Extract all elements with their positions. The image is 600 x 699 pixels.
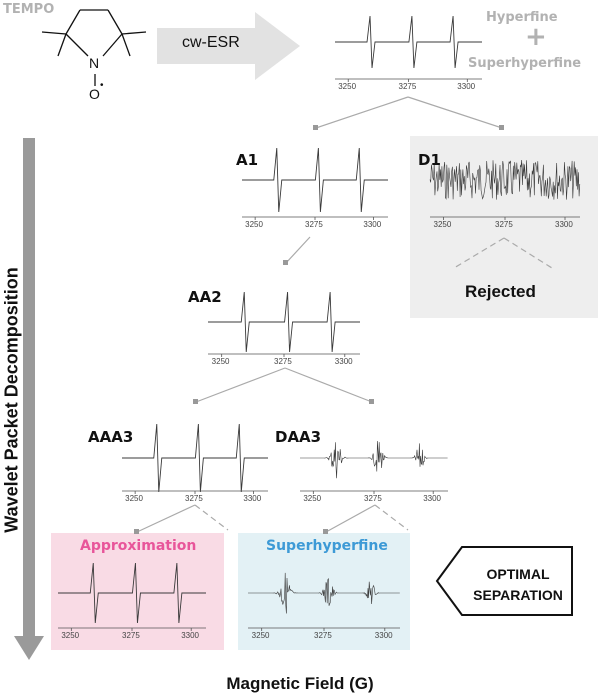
oxygen-atom: O (89, 86, 100, 102)
raw-spectrum-tick-label: 3300 (457, 82, 476, 91)
connector-dots (134, 125, 504, 534)
plus-sign: + (525, 22, 547, 52)
node-label-aaa3: AAA3 (88, 428, 134, 446)
decomposition-arrow-shaft (23, 138, 35, 638)
d1-spectrum-tick-label: 3250 (433, 220, 452, 229)
a1-spectrum-tick-label: 3300 (363, 220, 382, 229)
node-label-d1: D1 (418, 151, 441, 169)
a1-spectrum-tick-label: 3250 (245, 220, 263, 229)
superhyperfine-spectrum-tick-label: 3250 (251, 631, 270, 640)
aa2-spectrum (208, 291, 360, 353)
approximation-title: Approximation (80, 538, 197, 554)
approximation-spectrum (58, 562, 206, 624)
tempo-molecule (41, 9, 147, 86)
aa2-spectrum-tick-label: 3250 (211, 357, 230, 366)
approximation-spectrum-tick-label: 3275 (122, 631, 140, 640)
daa3-spectrum-tick-label: 3300 (423, 494, 441, 503)
d1-spectrum-tick-label: 3300 (555, 220, 573, 229)
superhyperfine-spectrum (248, 572, 400, 614)
raw-spectrum (335, 15, 482, 69)
cw-esr-arrow (157, 12, 300, 80)
superhyperfine-spectrum-tick-label: 3275 (314, 631, 332, 640)
side-label-wavelet-packet-decomposition: Wavelet Packet Decomposition (1, 267, 22, 533)
a1-spectrum-tick-label: 3275 (305, 220, 323, 229)
daa3-spectrum-tick-label: 3250 (303, 494, 322, 503)
aaa3-spectrum-tick-label: 3250 (125, 494, 143, 503)
hyperfine-label: Hyperfine (486, 10, 558, 25)
a1-spectrum (242, 147, 388, 213)
rejected-panel (410, 136, 598, 318)
superhyperfine-spectrum-tick-label: 3300 (374, 631, 393, 640)
radical-dot: • (100, 80, 104, 91)
aaa3-spectrum (122, 423, 268, 493)
rejected-label: Rejected (465, 282, 536, 301)
daa3-spectrum (300, 440, 448, 479)
optimal-separation-callout (435, 546, 573, 616)
tempo-label: TEMPO (3, 2, 55, 17)
node-label-daa3: DAA3 (275, 428, 322, 446)
superhyperfine-header-label: Superhyperfine (468, 56, 582, 71)
daa3-spectrum-tick-label: 3275 (364, 494, 382, 503)
d1-spectrum (429, 159, 581, 200)
tree-connectors (136, 96, 553, 533)
aa2-spectrum-tick-label: 3275 (274, 357, 292, 366)
x-axis-label: Magnetic Field (G) (226, 674, 374, 693)
decomposition-arrow-head (14, 636, 44, 660)
approximation-panel (51, 533, 224, 650)
aaa3-spectrum-tick-label: 3300 (243, 494, 262, 503)
callout-line-1: OPTIMAL (486, 566, 550, 582)
d1-spectrum-tick-label: 3275 (495, 220, 513, 229)
aa2-spectrum-tick-label: 3300 (334, 357, 353, 366)
cw-esr-label: cw-ESR (182, 34, 240, 51)
callout-line-2: SEPARATION (473, 587, 563, 603)
raw-spectrum-tick-label: 3250 (338, 82, 357, 91)
approximation-spectrum-tick-label: 3300 (181, 631, 199, 640)
node-label-aa2: AA2 (188, 288, 222, 306)
nitrogen-atom: N (89, 55, 100, 71)
superhyperfine-title: Superhyperfine (266, 538, 388, 554)
aaa3-spectrum-tick-label: 3275 (185, 494, 203, 503)
approximation-spectrum-tick-label: 3250 (61, 631, 80, 640)
node-label-a1: A1 (236, 151, 259, 169)
raw-spectrum-tick-label: 3275 (398, 82, 417, 91)
